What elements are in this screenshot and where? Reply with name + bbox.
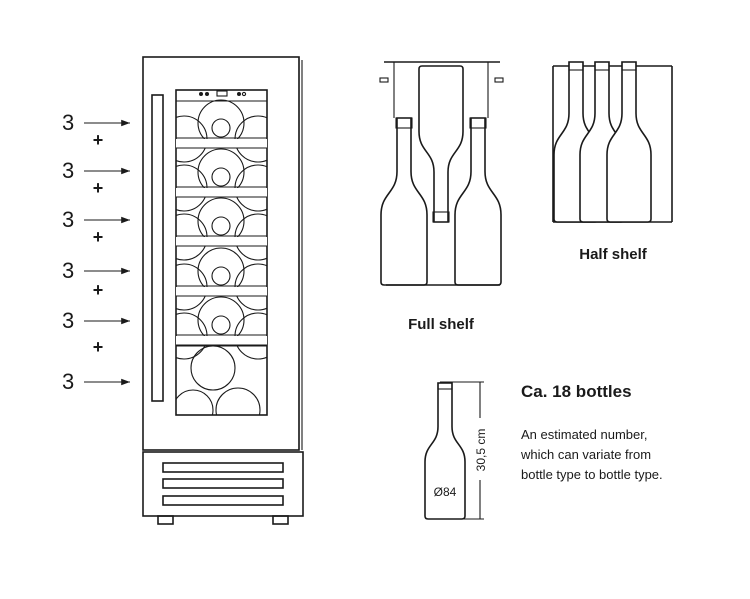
foot (157, 515, 174, 525)
plus-icon: + (93, 280, 104, 300)
vent-slot (162, 462, 284, 473)
bottle-dimension-drawing (424, 381, 484, 520)
plus-icon: + (93, 178, 104, 198)
bottle-icon (424, 382, 466, 520)
full-shelf-illustration (379, 61, 504, 286)
capacity-desc-line: bottle type to bottle type. (521, 467, 663, 482)
base-grille (142, 451, 304, 517)
wine-cooler-front-view (142, 56, 304, 525)
vent-slot (162, 495, 284, 506)
shelf-number: 3 (62, 207, 74, 232)
plus-icon: + (93, 130, 104, 150)
door-frame (142, 56, 300, 451)
capacity-desc-line: which can variate from (520, 447, 651, 462)
bottle (418, 65, 464, 223)
half-shelf-illustration (552, 61, 673, 223)
bottle (454, 117, 502, 286)
plus-icon: + (93, 337, 104, 357)
shelf-number: 3 (62, 369, 74, 394)
full-shelf-label: Full shelf (408, 316, 475, 333)
capacity-title: Ca. 18 bottles (521, 382, 632, 401)
bottle-height-label: 30,5 cm (474, 429, 488, 472)
capacity-desc-line: An estimated number, (521, 427, 647, 442)
bottle-racks (176, 99, 267, 415)
door-handle (151, 94, 164, 402)
foot (272, 515, 289, 525)
shelf-number: 3 (62, 110, 74, 135)
glass-panel (175, 89, 268, 416)
bottle (380, 117, 428, 286)
plus-icon: + (93, 227, 104, 247)
vent-slot (162, 478, 284, 489)
bottle-diameter-label: Ø84 (434, 485, 457, 499)
bottle (606, 61, 652, 223)
half-shelf-label: Half shelf (579, 246, 648, 263)
shelf-number: 3 (62, 258, 74, 283)
control-panel-icons (199, 90, 247, 97)
shelf-number: 3 (62, 308, 74, 333)
shelf-number: 3 (62, 158, 74, 183)
shelf-position-labels: 3 3 3 3 3 3 + + + + + (62, 110, 130, 394)
